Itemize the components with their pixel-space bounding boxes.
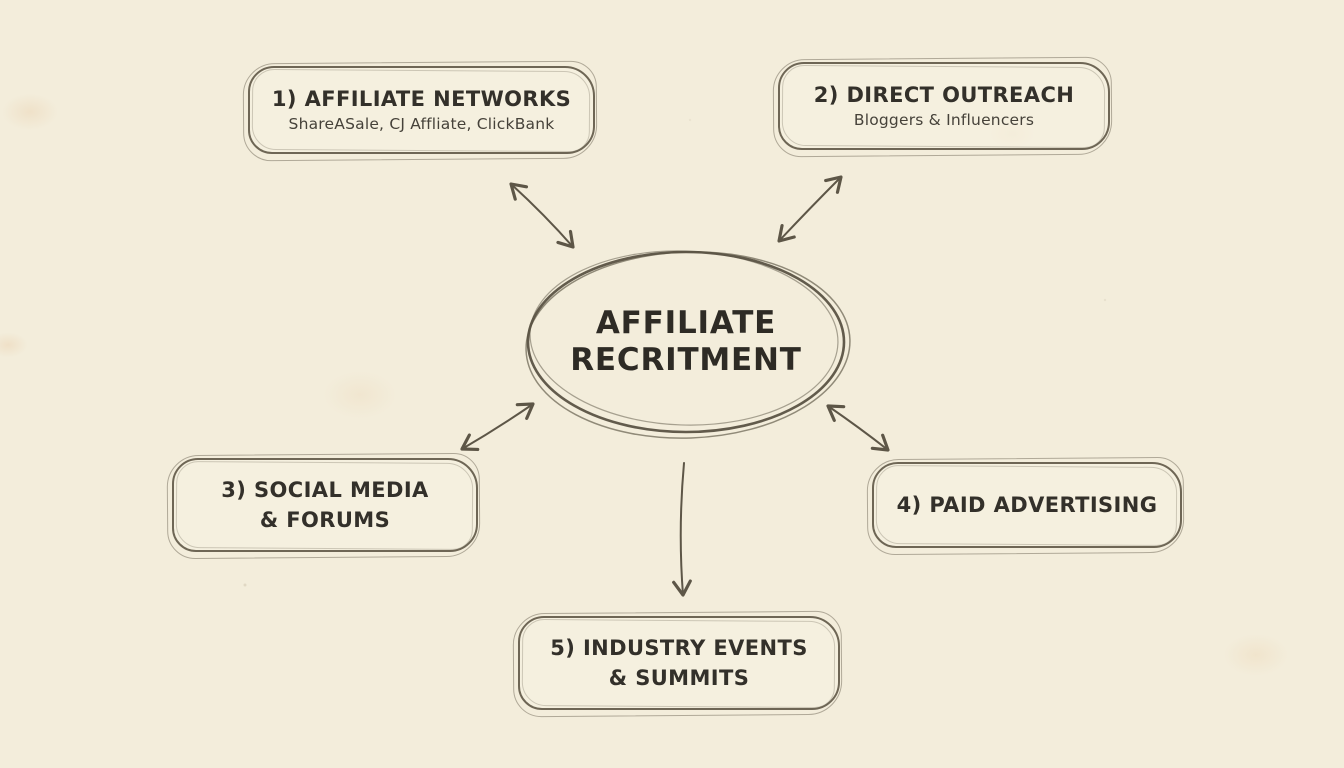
arrow-center-direct-outreach [777,175,843,243]
node-industry-events-label-line2: & SUMMITS [608,665,750,690]
node-direct-outreach: 2) DIRECT OUTREACH Bloggers & Influencer… [778,62,1110,150]
node-affiliate-networks: 1) AFFILIATE NETWORKS ShareASale, CJ Aff… [248,66,595,154]
node-social-media-forums: 3) SOCIAL MEDIA & FORUMS [172,458,478,552]
center-title-line1: AFFILIATE [595,304,777,341]
arrow-center-industry-events [672,462,692,597]
arrow-center-affiliate-networks [509,182,575,249]
node-direct-outreach-sublabel: Bloggers & Influencers [853,111,1035,130]
node-industry-events-label-line1: 5) INDUSTRY EVENTS [550,636,808,661]
center-node-affiliate-recruitment: AFFILIATE RECRITMENT [528,254,844,430]
node-direct-outreach-label: 2) DIRECT OUTREACH [813,83,1075,108]
center-title-line2: RECRITMENT [570,342,802,378]
arrow-center-social-media [460,402,535,452]
node-industry-events-summits: 5) INDUSTRY EVENTS & SUMMITS [518,616,840,710]
node-affiliate-networks-label: 1) AFFILIATE NETWORKS [271,87,572,112]
node-social-media-label-line2: & FORUMS [259,507,391,532]
node-affiliate-networks-sublabel: ShareASale, CJ Affliate, ClickBank [288,115,555,134]
node-paid-advertising: 4) PAID ADVERTISING [872,462,1182,548]
node-paid-advertising-label: 4) PAID ADVERTISING [896,492,1158,517]
node-social-media-label-line1: 3) SOCIAL MEDIA [221,478,429,503]
